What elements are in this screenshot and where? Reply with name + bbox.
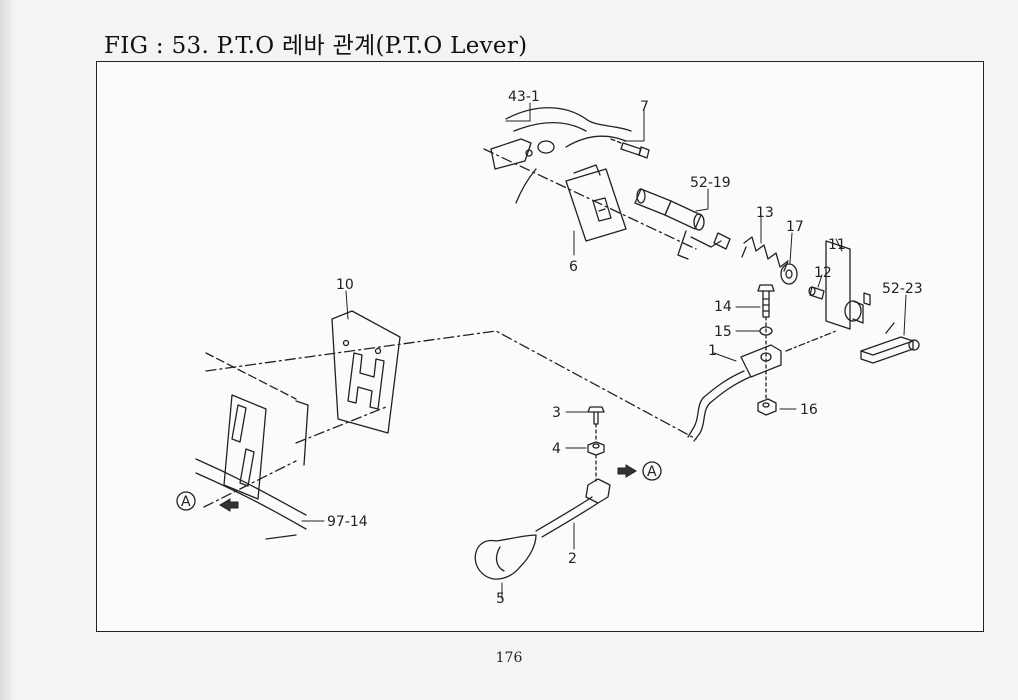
washer-17	[780, 263, 798, 285]
bolt-3	[587, 406, 605, 425]
body-97-14	[195, 352, 309, 540]
label-2: 2	[568, 551, 577, 567]
centerline-bracket	[785, 330, 837, 352]
housing-43-1	[490, 107, 632, 204]
exploded-parts-diagram: 43-1 7 52-19 13 17 11 6 12 52-23 10 14 1…	[176, 89, 923, 607]
nut-16	[757, 398, 777, 416]
label-11: 11	[828, 237, 846, 253]
label-10: 10	[336, 277, 354, 293]
label-3: 3	[552, 405, 561, 421]
page-number: 176	[495, 650, 523, 666]
ref-a-right-label: A	[647, 464, 657, 480]
label-52-23: 52-23	[882, 281, 923, 297]
label-12: 12	[814, 265, 832, 281]
label-43-1: 43-1	[508, 89, 540, 105]
bolt-7	[610, 138, 650, 159]
handle-2	[535, 478, 611, 538]
label-52-19: 52-19	[690, 175, 731, 191]
diagram-frame	[96, 61, 984, 632]
ref-a-left-circle	[176, 491, 196, 511]
pin-12	[808, 286, 825, 300]
bracket-11	[825, 240, 871, 330]
label-17: 17	[786, 219, 804, 235]
label-4: 4	[552, 441, 561, 457]
nut-4	[587, 441, 605, 456]
label-97-14: 97-14	[327, 514, 368, 530]
label-13: 13	[756, 205, 774, 221]
centerline-plate	[295, 406, 387, 444]
ref-a-right-arrow	[617, 464, 637, 478]
ref-a-right-circle	[642, 461, 662, 481]
centerline-main	[205, 330, 697, 440]
plate-6	[565, 164, 627, 242]
label-16: 16	[800, 402, 818, 418]
label-5: 5	[496, 591, 505, 607]
ref-a-left-label: A	[181, 494, 191, 510]
ref-a-left-arrow	[219, 498, 239, 512]
label-7: 7	[640, 99, 649, 115]
shaft-52-19	[634, 188, 731, 260]
axis-line-upper	[483, 148, 697, 250]
label-1: 1	[708, 343, 717, 359]
centerline-ref-a	[203, 460, 297, 508]
lever-arm-52-23	[860, 322, 920, 364]
spring-13	[741, 236, 789, 272]
plate-10	[331, 310, 401, 434]
label-14: 14	[714, 299, 732, 315]
figure-title: FIG : 53. P.T.O 레바 관계(P.T.O Lever)	[104, 33, 528, 59]
label-15: 15	[714, 324, 732, 340]
leader-lines	[301, 102, 907, 600]
label-6: 6	[569, 259, 578, 275]
lever-rod-1	[687, 344, 782, 442]
knob-5	[474, 534, 537, 580]
bolt-14	[757, 284, 775, 318]
page-edge	[0, 0, 12, 700]
